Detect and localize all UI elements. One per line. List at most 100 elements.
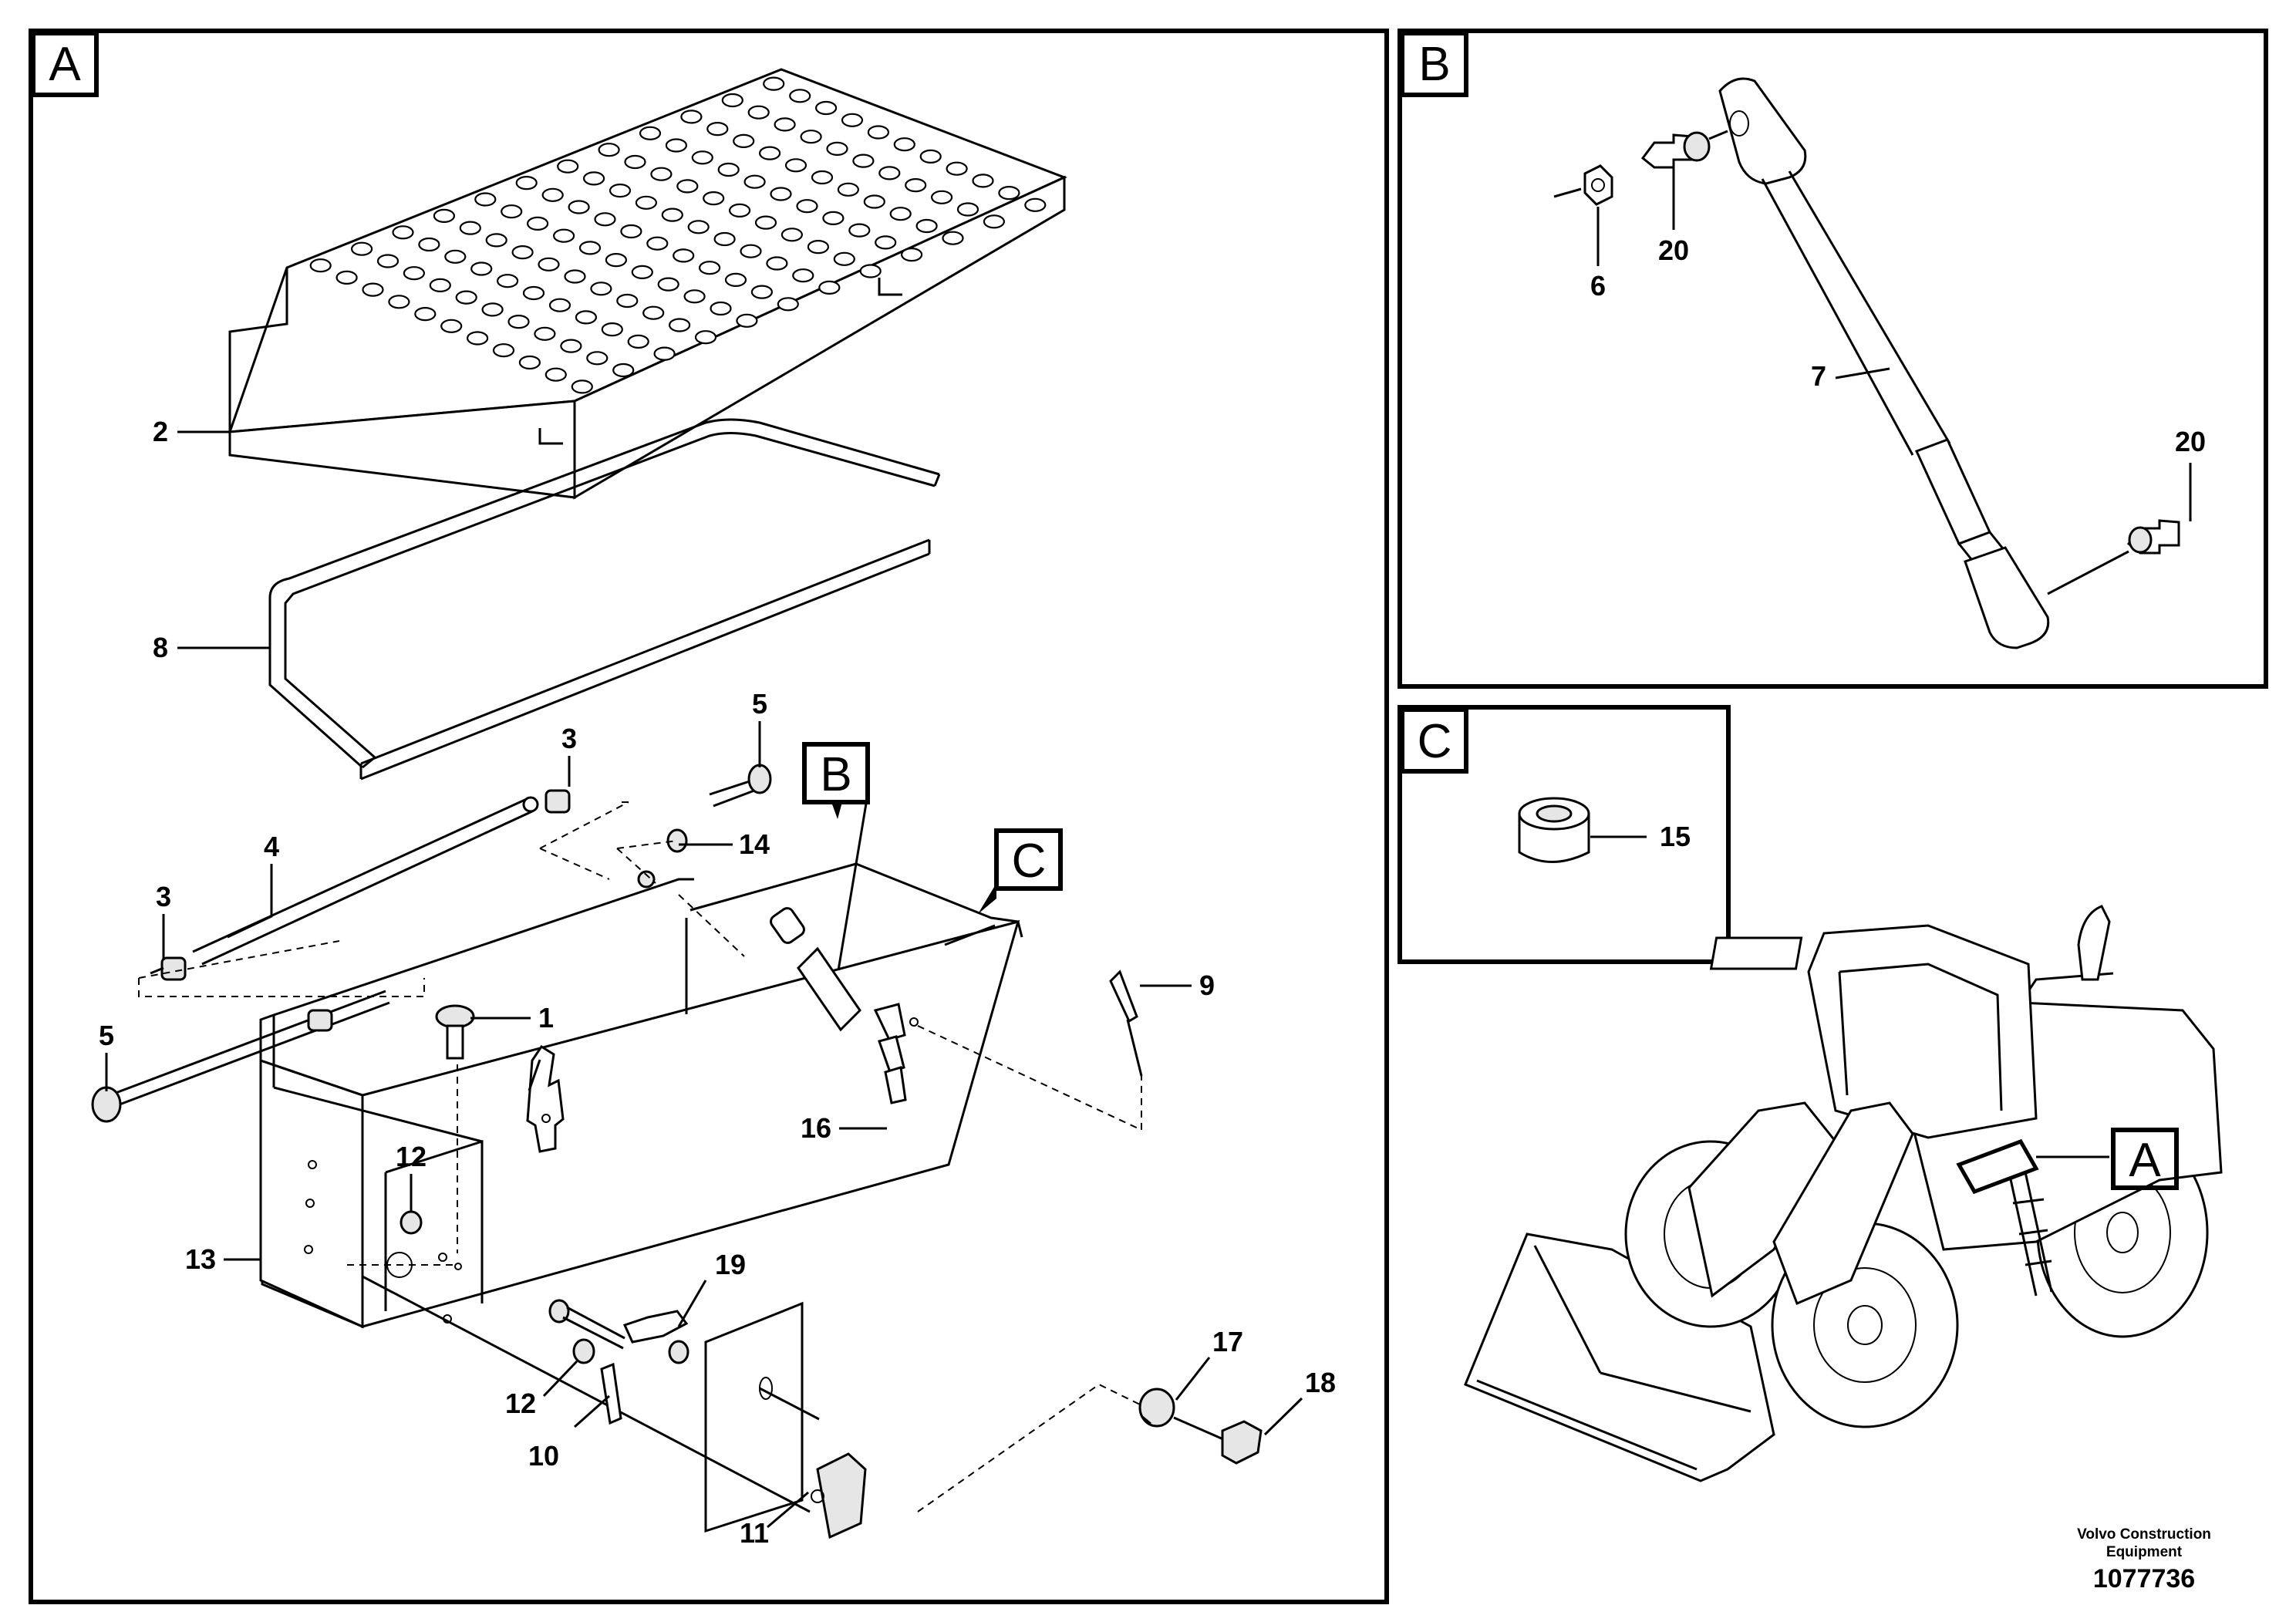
grating-hole <box>665 138 688 153</box>
grating-hole <box>466 331 489 346</box>
grating-hole <box>703 191 725 206</box>
boom-arm-right <box>1772 1101 1914 1305</box>
grating-hole <box>900 248 923 262</box>
grating-hole <box>818 280 841 295</box>
grating-hole <box>474 192 497 207</box>
grating-hole <box>717 162 740 177</box>
grating-hole <box>444 249 467 264</box>
grating-hole <box>792 268 814 283</box>
label-5-top: 5 <box>752 688 767 720</box>
grating-hole <box>878 166 901 180</box>
callout-c-box <box>994 828 1063 891</box>
grating-hole <box>594 212 616 227</box>
label-14: 14 <box>739 828 770 860</box>
grating-hole <box>605 253 628 268</box>
handle-11 <box>811 1452 867 1539</box>
grating-hole <box>777 297 799 312</box>
panel-a-tag: A <box>49 38 81 91</box>
panel-c-tag: C <box>1418 715 1452 768</box>
label-b-7: 7 <box>1811 360 1826 392</box>
cap-17 <box>1138 1388 1175 1428</box>
grating-hole <box>710 301 732 316</box>
grating-hole <box>578 241 602 255</box>
grating-hole <box>544 367 567 382</box>
box-gas-spring <box>770 907 861 1032</box>
grating-hole <box>418 237 440 252</box>
grating-hole <box>429 278 451 292</box>
grating-hole <box>919 149 942 164</box>
washer-14 <box>637 828 688 889</box>
grating-hole <box>351 241 373 256</box>
panel-a-frame <box>29 29 1389 1604</box>
grating-hole <box>485 233 507 248</box>
grating-hole <box>763 76 785 91</box>
grating-hole <box>557 159 579 174</box>
label-16: 16 <box>801 1112 831 1144</box>
grating-hole <box>335 270 358 285</box>
grating-hole <box>526 216 549 231</box>
panel-c: C 15 <box>1397 705 1731 964</box>
grating-hole <box>642 305 665 320</box>
grating-hole <box>650 167 673 181</box>
panel-c-frame <box>1397 705 1731 964</box>
grating-hole <box>541 187 564 202</box>
label-10: 10 <box>528 1440 559 1472</box>
grating-hole <box>956 202 979 217</box>
grating-hole <box>852 153 875 168</box>
leader-lines <box>105 430 1303 1529</box>
grating-hole <box>481 302 504 317</box>
grating-hole <box>758 146 781 160</box>
grating-hole <box>624 154 646 170</box>
grating-hole <box>713 231 736 247</box>
grating-hole <box>403 266 426 281</box>
label-b-20-right: 20 <box>2175 426 2206 457</box>
grating-hole <box>586 351 609 366</box>
panel-a: A <box>29 29 1389 1604</box>
grating-hole <box>582 171 605 186</box>
label-9: 9 <box>1199 969 1215 1001</box>
bolt-1 <box>435 1004 475 1060</box>
grating-hole <box>522 285 545 301</box>
grating-hole <box>534 326 556 341</box>
strap-10 <box>600 1362 622 1425</box>
grating-hole <box>770 187 792 201</box>
panel-b-tag-box <box>1400 31 1468 97</box>
grating-hole <box>867 125 890 140</box>
grating-hole <box>646 236 669 251</box>
grating-hole <box>661 207 683 222</box>
cover-plate <box>362 1275 820 1533</box>
grating-hole <box>518 355 541 370</box>
grating-hole <box>766 256 788 271</box>
hinge-rod <box>150 789 571 981</box>
panel-a-tag-box <box>31 31 99 97</box>
grating-hole <box>639 126 662 140</box>
grating-hole <box>631 265 653 279</box>
grating-hole <box>511 245 534 260</box>
label-13: 13 <box>185 1243 216 1275</box>
grating-hole <box>972 174 994 188</box>
grating-hole <box>627 334 649 349</box>
grating-hole <box>848 223 871 238</box>
grating-hole <box>863 194 885 209</box>
panel-b: B <box>1397 29 2268 689</box>
grating-hole <box>747 105 770 120</box>
grating-hole <box>616 293 639 309</box>
grating-hole <box>609 184 632 198</box>
grating-hole <box>706 122 729 137</box>
label-3-left: 3 <box>156 881 171 912</box>
nut-6 <box>1553 164 1613 206</box>
grating-hole <box>774 117 796 132</box>
grating-hole <box>470 261 493 276</box>
grating-hole <box>653 346 676 361</box>
grating-hole <box>781 228 804 242</box>
highlighted-step-box <box>1956 1138 2039 1195</box>
grating-hole <box>564 269 586 284</box>
grating-hole <box>612 363 635 378</box>
stud-20-top <box>1640 130 1728 169</box>
grating-hole <box>691 150 713 165</box>
grating-hole <box>687 220 710 234</box>
grating-hole <box>568 200 590 214</box>
grating-hole <box>807 240 830 255</box>
grating-hole <box>433 208 456 223</box>
grating-hole <box>750 285 774 299</box>
